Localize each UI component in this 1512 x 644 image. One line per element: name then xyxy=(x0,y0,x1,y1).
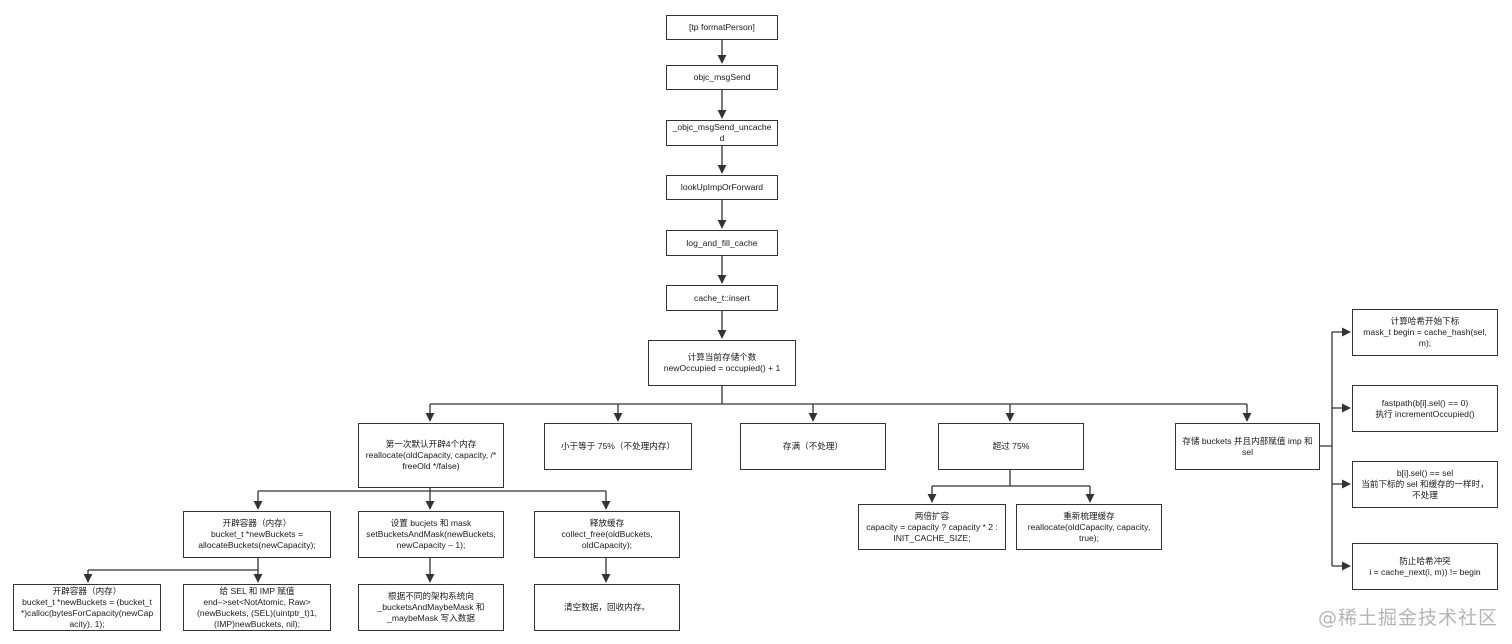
node-calloc-buckets: 开辟容器（内存） bucket_t *newBuckets = (bucket_… xyxy=(13,584,161,631)
node-store-buckets: 存储 buckets 并且内部赋值 imp 和 sel xyxy=(1175,423,1320,470)
node-full: 存满（不处理） xyxy=(740,423,886,470)
node-release-cache: 释放缓存 collect_free(oldBuckets, oldCapacit… xyxy=(534,511,680,558)
edge-n12-bus xyxy=(1320,332,1333,566)
node-open-container: 开辟容器（内存） bucket_t *newBuckets = allocate… xyxy=(183,511,331,558)
node-first-allocate: 第一次默认开辟4个内存 reallocate(oldCapacity, capa… xyxy=(358,423,504,488)
node-hash-begin: 计算哈希开始下标 mask_t begin = cache_hash(sel, … xyxy=(1352,309,1498,356)
edge-n7-bus xyxy=(430,386,1247,405)
node-gt-75: 超过 75% xyxy=(938,423,1084,470)
node-objc-msgsend: objc_msgSend xyxy=(666,65,778,90)
node-double-capacity: 两倍扩容 capacity = capacity ? capacity * 2 … xyxy=(858,504,1006,550)
edge-n8-bus xyxy=(258,488,606,492)
node-objc-msgsend-uncached: _objc_msgSend_uncached xyxy=(666,120,778,146)
node-tp-formatperson: [tp formatPerson] xyxy=(666,15,778,40)
node-log-and-fill-cache: log_and_fill_cache xyxy=(666,230,778,256)
node-clear-data: 清空数据，回收内存。 xyxy=(534,584,680,631)
node-set-buckets-mask: 设置 bucjets 和 mask setBucketsAndMask(newB… xyxy=(358,511,504,558)
node-assign-sel-imp: 给 SEL 和 IMP 赋值 end–>set<NotAtomic, Raw>(… xyxy=(183,584,331,631)
node-sel-equal: b[i].sel() == sel 当前下标的 sel 和缓存的一样时，不处理 xyxy=(1352,461,1498,508)
node-lookupimporforward: lookUpImpOrForward xyxy=(666,175,778,200)
node-prevent-hash-collision: 防止哈希冲突 i = cache_next(i, m)) != begin xyxy=(1352,543,1498,590)
edge-n11-bus xyxy=(932,470,1090,487)
watermark: @稀土掘金技术社区 xyxy=(1317,607,1498,629)
node-reorganize-cache: 重新梳理缓存 reallocate(oldCapacity, capacity,… xyxy=(1016,504,1162,550)
node-fastpath-sel: fastpath(b[i].sel() == 0) 执行 incrementOc… xyxy=(1352,385,1498,432)
edge-n13-bus xyxy=(88,558,259,571)
node-compute-occupied: 计算当前存储个数 newOccupied = occupied() + 1 xyxy=(648,340,796,386)
node-write-arch-data: 根据不同的架构系统向 _bucketsAndMaybeMask 和 _maybe… xyxy=(358,584,504,631)
node-le-75: 小于等于 75%（不处理内存） xyxy=(544,423,692,470)
node-cache-insert: cache_t::insert xyxy=(666,285,778,311)
